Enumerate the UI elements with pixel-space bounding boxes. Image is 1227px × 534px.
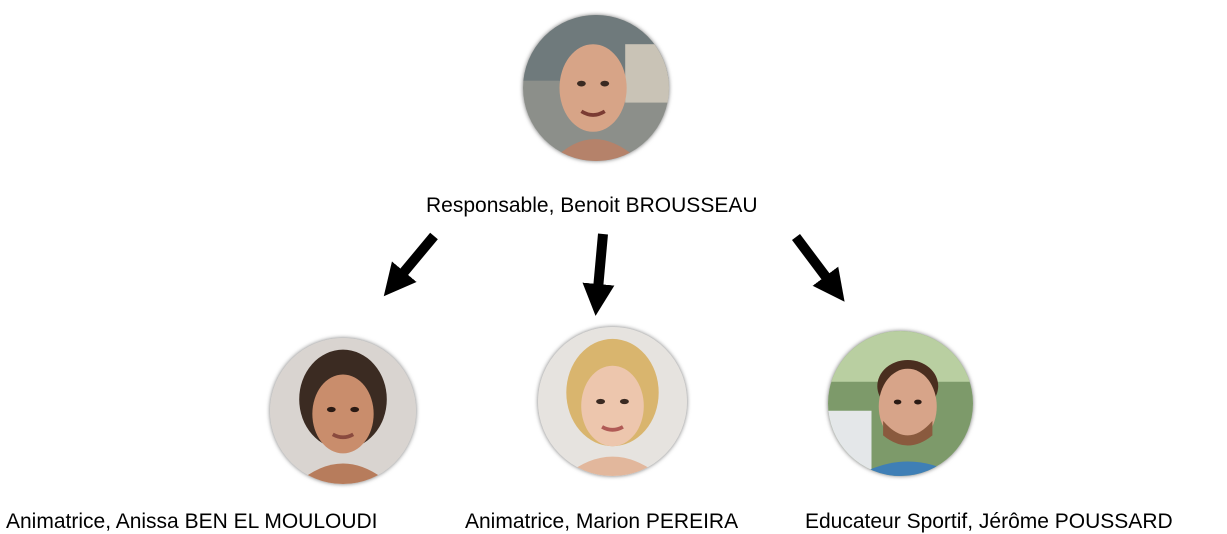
staff-3-caption: Educateur Sportif, Jérôme POUSSARD	[805, 510, 1173, 533]
staff-2-caption: Animatrice, Marion PEREIRA	[465, 510, 739, 533]
arrow-center	[582, 233, 615, 316]
staff-1-caption: Animatrice, Anissa BEN EL MOULOUDI	[6, 510, 378, 533]
portrait-photo-staff-3	[828, 331, 973, 476]
manager-caption: Responsable, Benoit BROUSSEAU	[426, 194, 758, 217]
portrait-photo-staff-1	[270, 338, 416, 484]
avatar-staff-2	[538, 327, 687, 476]
portrait-photo-staff-2	[538, 327, 687, 476]
arrow-right	[792, 234, 845, 302]
avatar-staff-1	[270, 338, 416, 484]
avatar-staff-3	[828, 331, 973, 476]
arrow-left	[383, 232, 438, 297]
